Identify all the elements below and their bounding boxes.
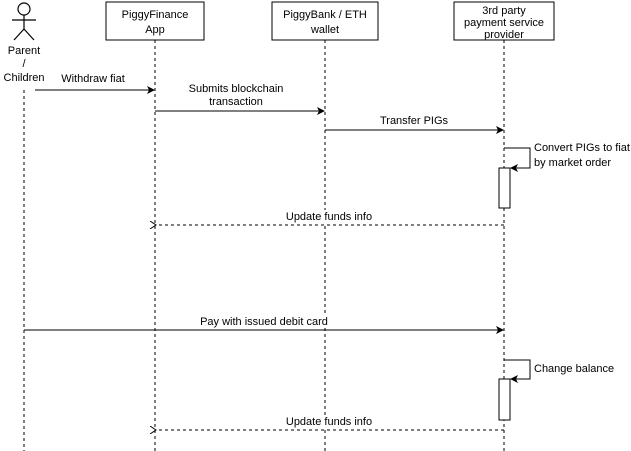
message-submits-transaction-label-1: Submits blockchain: [189, 83, 284, 95]
participant-app-line-2: App: [145, 24, 165, 36]
message-pay-debit-card: Pay with issued debit card: [24, 315, 504, 334]
message-transfer-pigs-label: Transfer PIGs: [380, 115, 449, 127]
activation-box-convert: [498, 167, 511, 209]
participant-wallet-line-1: PiggyBank / ETH: [283, 9, 367, 21]
message-change-balance: Change balance: [498, 359, 614, 421]
participant-provider-line-3: provider: [484, 29, 524, 41]
actor-stick-figure-icon: [12, 2, 36, 41]
participant-provider-line-2: payment service: [464, 17, 544, 29]
participant-wallet-line-2: wallet: [310, 24, 339, 36]
participant-app-line-1: PiggyFinance: [122, 9, 189, 21]
message-update-funds-2: Update funds info: [156, 415, 504, 430]
participant-wallet: PiggyBank / ETH wallet: [271, 1, 379, 41]
message-change-balance-label: Change balance: [534, 363, 614, 375]
actor-label-line-1: Parent: [8, 45, 40, 57]
message-update-funds-1-label: Update funds info: [286, 211, 372, 223]
actor-label-line-3: Children: [4, 72, 45, 84]
message-update-funds-2-label: Update funds info: [286, 416, 372, 428]
message-update-funds-1: Update funds info: [156, 210, 504, 225]
message-convert-pigs: Convert PIGs to fiat by market order: [498, 142, 630, 209]
message-submits-transaction-label-2: transaction: [209, 96, 263, 108]
message-submits-transaction: Submits blockchain transaction: [155, 83, 325, 115]
participant-app: PiggyFinance App: [105, 1, 205, 41]
message-transfer-pigs: Transfer PIGs: [325, 115, 504, 134]
message-convert-pigs-label-1: Convert PIGs to fiat: [534, 142, 630, 154]
activation-box-balance: [498, 378, 511, 421]
message-withdraw-fiat-label: Withdraw fiat: [61, 73, 125, 85]
participant-provider: 3rd party payment service provider: [453, 1, 555, 41]
message-convert-pigs-label-2: by market order: [534, 157, 611, 169]
participant-provider-line-1: 3rd party: [482, 5, 526, 17]
message-pay-debit-card-label: Pay with issued debit card: [200, 316, 328, 328]
actor-label-line-2: /: [22, 58, 26, 70]
message-withdraw-fiat: Withdraw fiat: [35, 73, 155, 94]
